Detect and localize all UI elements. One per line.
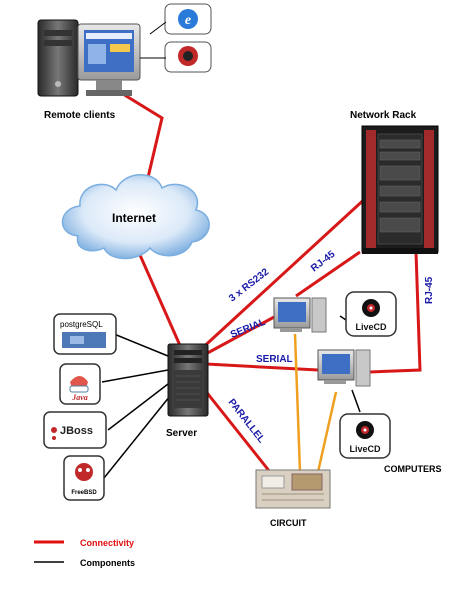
rs232-label: 3 x RS232 [227,266,271,304]
circuit-board: CIRCUIT [255,469,331,528]
computer-2 [317,349,371,387]
internet-cloud: Internet [61,174,210,260]
link-internet-to-server [134,245,184,351]
link-serial-pc1 [201,314,277,358]
component-links [101,315,361,479]
remote-client-computer [37,19,141,97]
computer-1 [273,297,327,333]
remote-clients-label: Remote clients [44,110,116,121]
parallel-label: PARALLEL [226,397,267,445]
internet-label: Internet [112,211,156,225]
link-serial-pc2 [205,362,319,372]
svg-text:LiveCD: LiveCD [349,444,381,454]
serial-label-2: SERIAL [256,354,293,365]
svg-text:FreeBSD: FreeBSD [71,490,97,496]
server-tower: Server [166,343,209,439]
rj45-label-2: RJ-45 [424,276,435,304]
svg-text:e: e [185,13,191,28]
internet-explorer-icon: e [149,3,212,35]
svg-text:Java: Java [71,393,88,402]
livecd-badge-1: LiveCD [345,291,397,337]
postgresql-badge: postgreSQL [53,313,117,355]
link-remote-to-internet [109,84,164,187]
legend-components-label: Components [80,558,135,568]
legend: Connectivity Components [34,538,135,568]
network-rack-label: Network Rack [350,110,417,121]
link-rj45-rack-pc2 [369,251,422,374]
svg-text:LiveCD: LiveCD [355,322,387,332]
java-badge: Java [59,363,101,405]
link-rs232-rack [196,194,370,354]
mozilla-icon [140,41,212,73]
freebsd-badge: FreeBSD [63,455,105,501]
computers-label: COMPUTERS [384,464,442,474]
svg-text:JBoss: JBoss [60,425,93,437]
jboss-badge: JBoss [43,411,107,449]
network-rack: Network Rack [350,110,439,254]
connectivity-links [109,84,422,473]
livecd-badge-2: LiveCD [339,413,391,459]
legend-connectivity-label: Connectivity [80,538,134,548]
server-label: Server [166,428,197,439]
circuit-wires [293,333,338,473]
link-rj45-rack-pc1 [295,250,361,298]
link-parallel-circuit [198,383,272,473]
svg-text:postgreSQL: postgreSQL [60,320,103,329]
serial-label-1: SERIAL [229,317,267,341]
circuit-label: CIRCUIT [270,518,307,528]
